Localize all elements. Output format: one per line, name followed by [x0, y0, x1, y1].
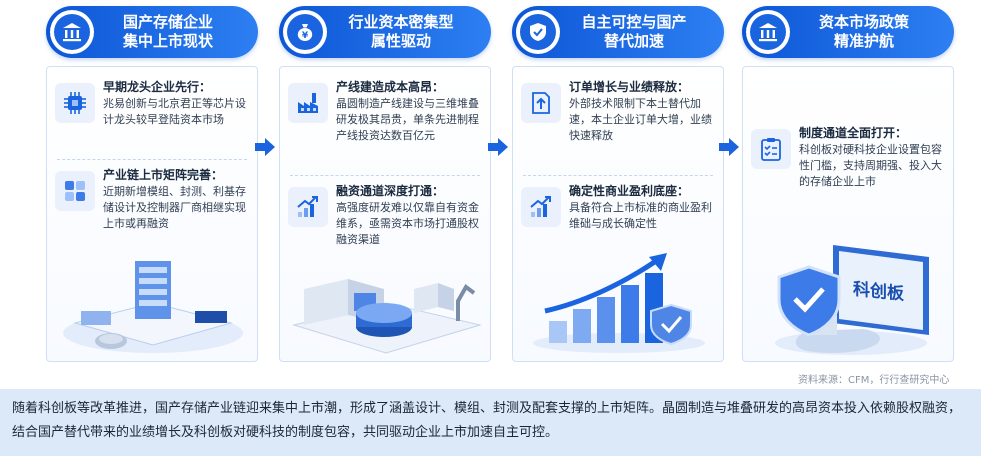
column-domestic-substitution: 自主可控与国产 替代加速 订单增长与业绩释放： 外部技术限制下本土替代加速，本土… [512, 6, 724, 362]
checklist-icon [751, 129, 791, 169]
factory-icon [288, 83, 328, 123]
money-bag-icon: ¥ [283, 10, 327, 54]
column-header: 资本市场政策 精准护航 [742, 6, 954, 58]
item-body: 具备符合上市标准的商业盈利维础与成长确定性 [569, 201, 712, 230]
shield-check-icon [516, 10, 560, 54]
column-header: 自主可控与国产 替代加速 [512, 6, 724, 58]
right-arrow-icon [719, 138, 739, 156]
column-title: 国产存储企业 集中上市现状 [122, 13, 213, 50]
chip-icon [55, 83, 95, 123]
column-header: ¥ 行业资本密集型 属性驱动 [279, 6, 491, 58]
right-arrow-icon [488, 138, 508, 156]
divider [57, 159, 247, 160]
item-body: 科创板对硬科技企业设置包容性门槛，支持周期强、投入大的存储企业上市 [799, 143, 942, 188]
column-card: 早期龙头企业先行： 兆易创新与北京君正等芯片设计龙头较早登陆资本市场 产业链上市… [46, 66, 258, 362]
item-title: 产业链上市矩阵完善： [103, 168, 224, 182]
column-card: 订单增长与业绩释放： 外部技术限制下本土替代加速，本土企业订单大增，业绩快速释放… [512, 66, 724, 362]
column-listing-status: 国产存储企业 集中上市现状 早期龙头企业先行： 兆易创新与北京君正等芯片设计龙头… [46, 6, 258, 362]
column-policy-support: 资本市场政策 精准护航 制度通道全面打开： 科创板对硬科技企业设置包容性门槛，支… [742, 6, 954, 362]
column-header: 国产存储企业 集中上市现状 [46, 6, 258, 58]
bank-icon [50, 10, 94, 54]
column-card: 制度通道全面打开： 科创板对硬科技企业设置包容性门槛，支持周期强、投入大的存储企… [742, 66, 954, 362]
right-arrow-icon [255, 138, 275, 156]
item-title: 早期龙头企业先行： [103, 80, 212, 94]
item-title: 融资通道深度打通： [336, 184, 445, 198]
upload-icon [521, 83, 561, 123]
grid-icon [55, 171, 95, 211]
star-board-illustration: 科创板 [751, 235, 947, 363]
item-body: 兆易创新与北京君正等芯片设计龙头较早登陆资本市场 [103, 97, 246, 126]
column-card: 产线建造成本高昂： 晶圆制造产线建设与三维堆叠研发极其昂贵，单条先进制程产线投资… [279, 66, 491, 362]
item-title: 产线建造成本高昂： [336, 80, 445, 94]
fab-factory-illustration [288, 263, 484, 363]
item-title: 确定性商业盈利底座： [569, 184, 690, 198]
growth-chart-icon [288, 187, 328, 227]
item-title: 制度通道全面打开： [799, 126, 908, 140]
item-body: 近期新增模组、封测、利基存储设计及控制器厂商相继实现上市或再融资 [103, 185, 246, 230]
item-body: 高强度研发难以仅靠自有资金维系，亟需资本市场打通股权融资渠道 [336, 201, 479, 246]
source-note: 资料来源：CFM，行行查研究中心 [798, 375, 950, 386]
item-body: 外部技术限制下本土替代加速，本土企业订单大增，业绩快速释放 [569, 97, 712, 142]
column-capital-intensive: ¥ 行业资本密集型 属性驱动 产线建造成本高昂： 晶圆制造产线建设与三维堆叠研发… [279, 6, 491, 362]
server-platform-illustration [55, 253, 251, 361]
item-body: 晶圆制造产线建设与三维堆叠研发极其昂贵，单条先进制程产线投资达数百亿元 [336, 97, 479, 142]
summary-panel: 随着科创板等改革推进，国产存储产业链迎来集中上市潮，形成了涵盖设计、模组、封测及… [0, 389, 981, 456]
column-title: 行业资本密集型 属性驱动 [348, 13, 454, 50]
growth-chart-icon [521, 187, 561, 227]
column-title: 资本市场政策 精准护航 [818, 13, 909, 50]
summary-text: 随着科创板等改革推进，国产存储产业链迎来集中上市潮，形成了涵盖设计、模组、封测及… [12, 401, 962, 440]
board-label: 科创板 [853, 279, 904, 305]
divider [290, 175, 480, 176]
star-board-graphic [775, 245, 929, 355]
growth-bars-illustration [521, 251, 717, 359]
svg-text:¥: ¥ [302, 31, 309, 41]
divider [523, 175, 713, 176]
column-title: 自主可控与国产 替代加速 [581, 13, 687, 50]
item-title: 订单增长与业绩释放： [569, 80, 690, 94]
institution-icon [746, 10, 790, 54]
